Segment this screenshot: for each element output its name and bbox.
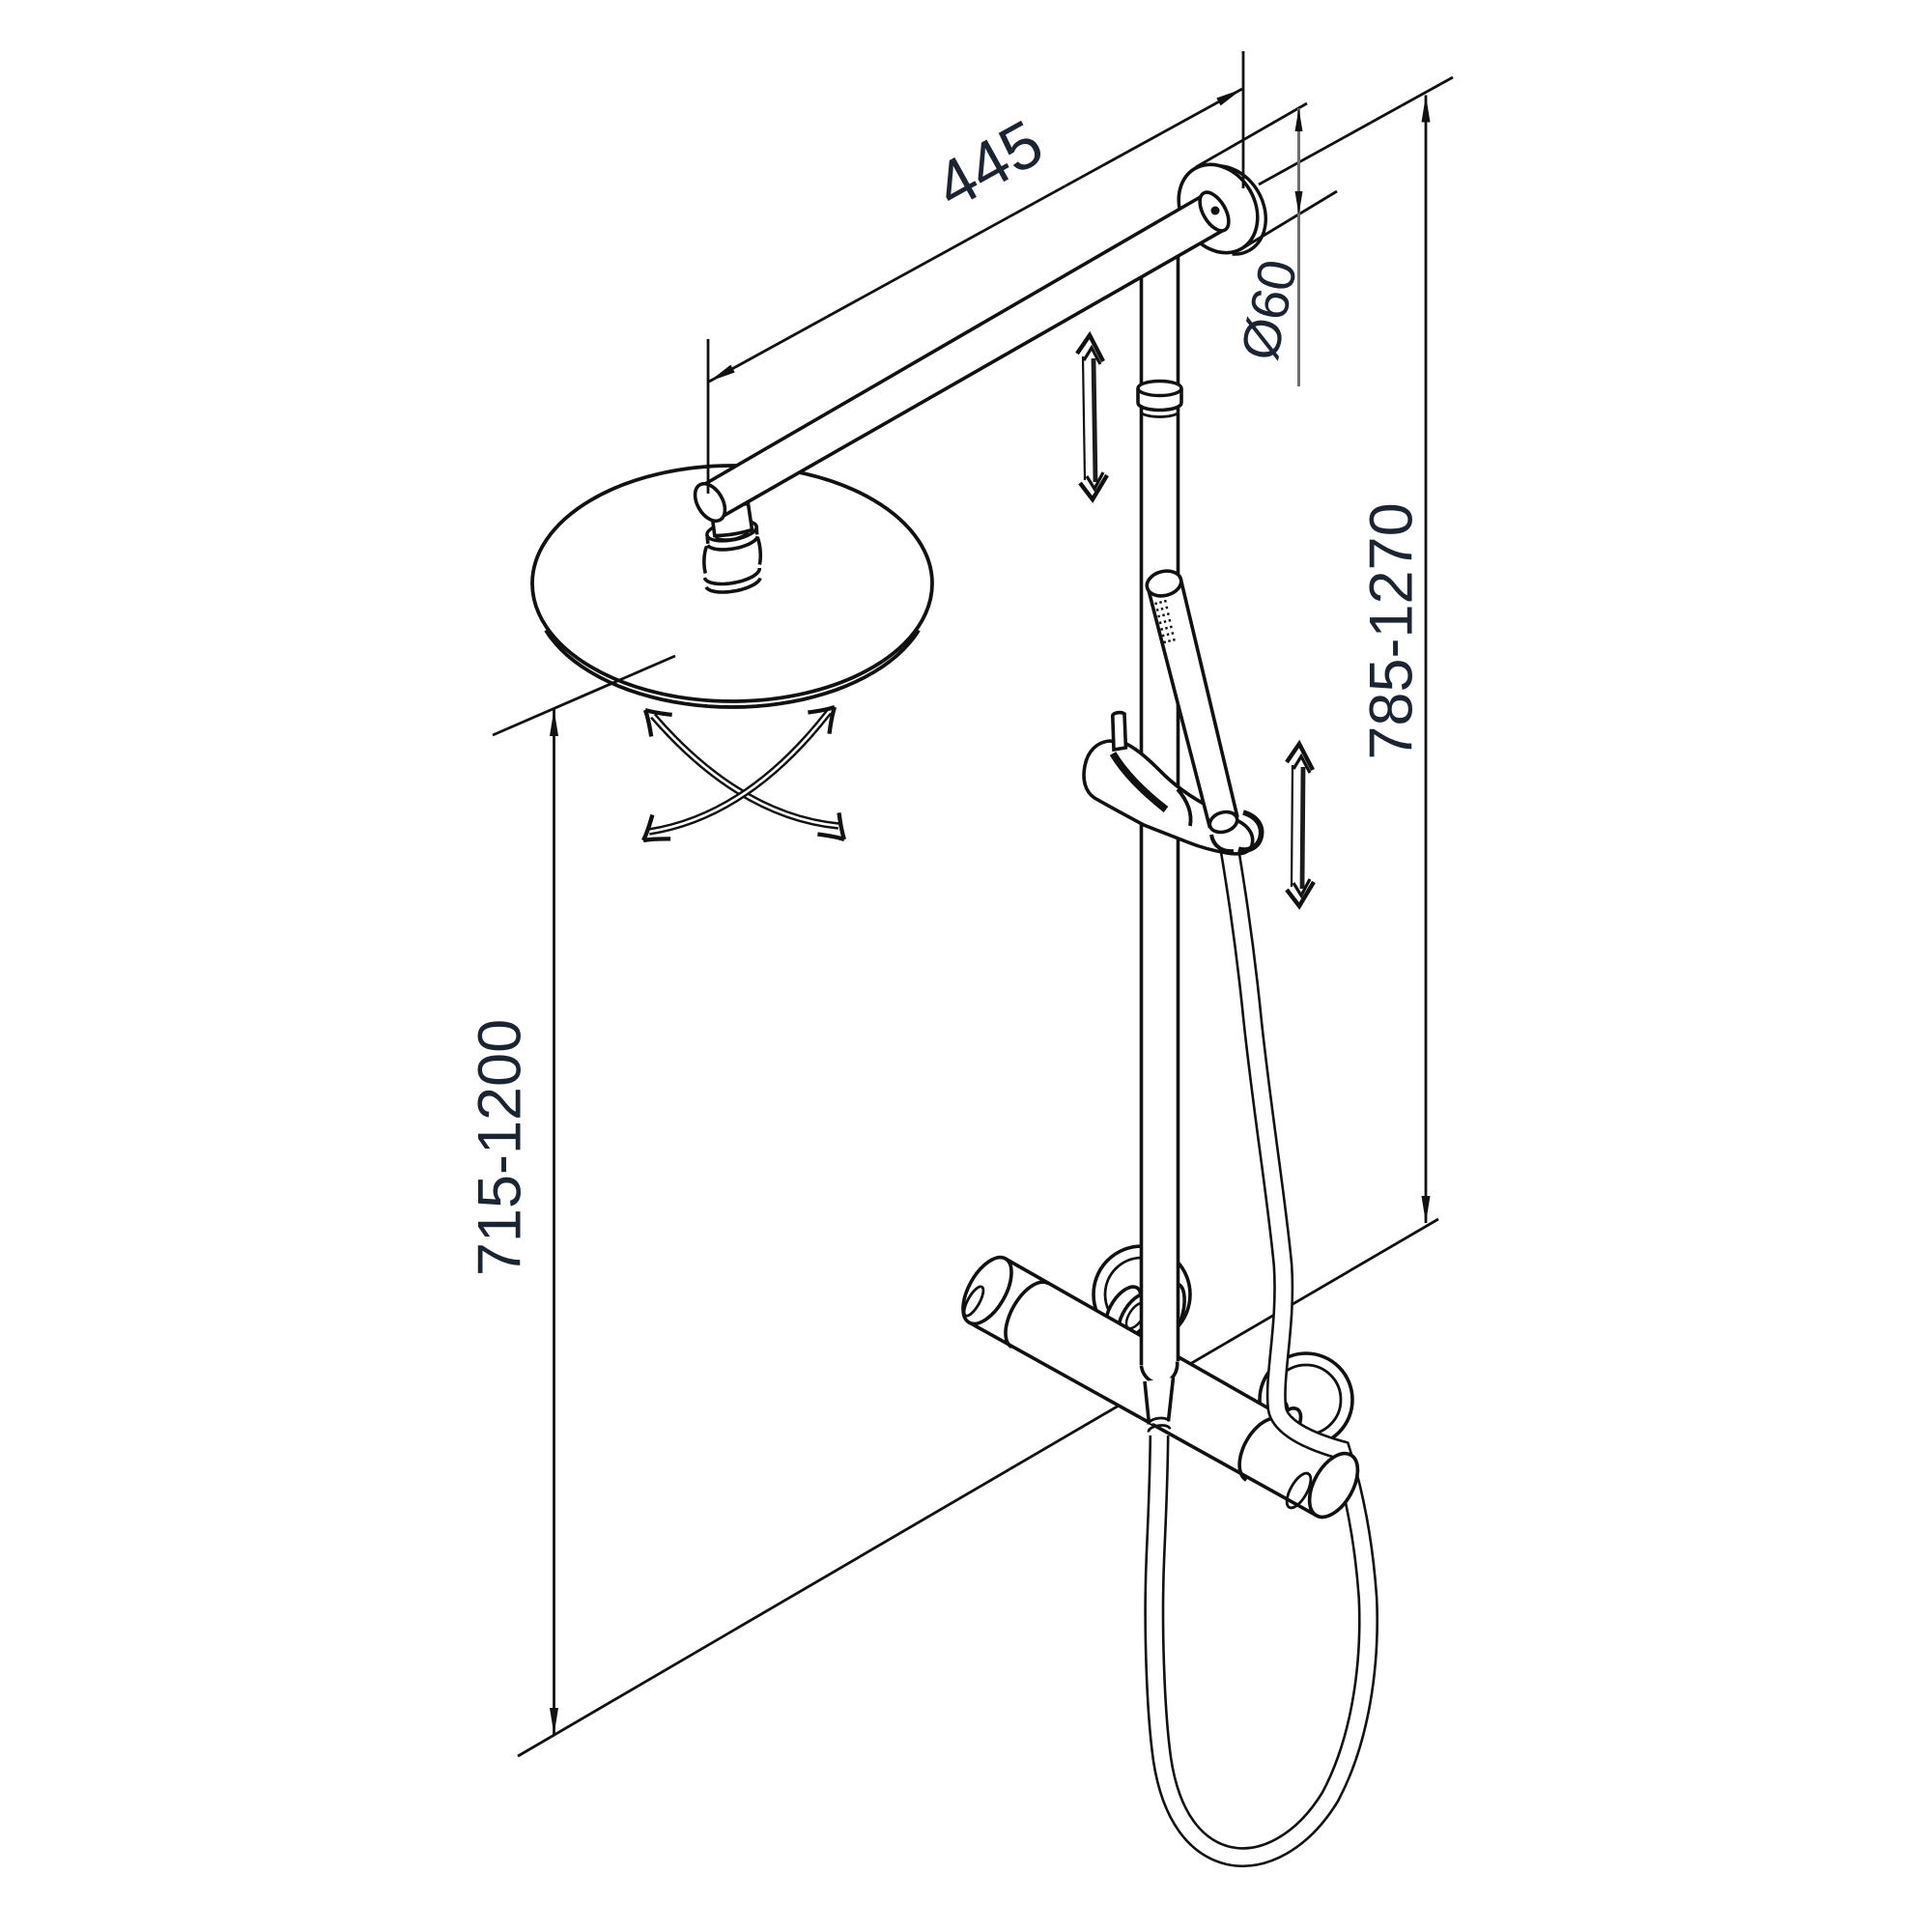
svg-text:785-1270: 785-1270 bbox=[1358, 502, 1426, 759]
svg-text:715-1200: 715-1200 bbox=[467, 1019, 534, 1276]
